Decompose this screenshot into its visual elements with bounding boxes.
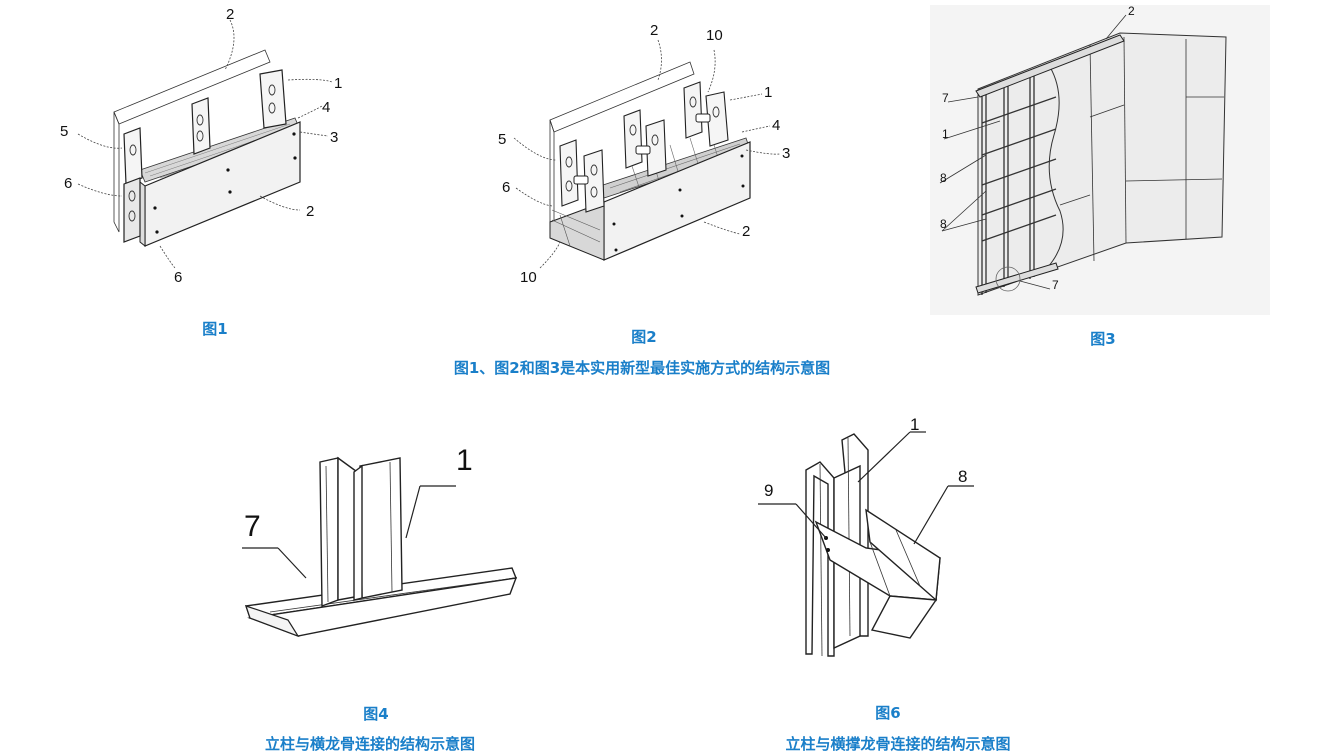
figure-3: 2 7 1 8 8 7 <box>930 5 1270 315</box>
figure-6: 1 9 8 <box>750 410 1010 670</box>
fig1-label-6-left: 6 <box>64 175 72 192</box>
fig3-label-8-b: 8 <box>940 217 947 231</box>
fig4-label-1: 1 <box>456 444 473 477</box>
fig3-label-2: 2 <box>1128 5 1135 18</box>
fig1-label-2-top: 2 <box>226 6 234 23</box>
fig1-label-4: 4 <box>322 99 330 116</box>
fig3-label-7-bottom: 7 <box>1052 278 1059 292</box>
fig1-label-1: 1 <box>334 75 342 92</box>
fig1-label-6-bottom: 6 <box>174 269 182 286</box>
fig2-label-2-bottom: 2 <box>742 223 750 240</box>
fig2-label-1: 1 <box>764 84 772 101</box>
figure-4-caption: 图4 <box>363 705 389 723</box>
figure-4: 1 7 <box>230 430 530 660</box>
fig2-label-3: 3 <box>782 145 790 162</box>
fig3-label-1: 1 <box>942 127 949 141</box>
fig6-label-9: 9 <box>764 481 773 500</box>
fig1-label-3: 3 <box>330 129 338 146</box>
fig2-label-6: 6 <box>502 179 510 196</box>
figure-6-drawing: 1 9 8 <box>758 415 974 657</box>
fig6-label-1: 1 <box>910 415 919 434</box>
fig2-label-2-top: 2 <box>650 22 658 39</box>
fig1-label-5: 5 <box>60 123 68 140</box>
fig2-label-5: 5 <box>498 131 506 148</box>
figure-1: 2 1 4 3 5 6 2 6 <box>50 0 380 300</box>
figure-3-caption: 图3 <box>1090 330 1116 348</box>
fig1-label-2-bottom: 2 <box>306 203 314 220</box>
fig3-label-7-top: 7 <box>942 91 949 105</box>
figure-1-caption: 图1 <box>202 320 228 338</box>
figure-4-subtitle: 立柱与横龙骨连接的结构示意图 <box>264 735 476 753</box>
fig2-label-10-top: 10 <box>706 27 723 44</box>
figure-6-subtitle: 立柱与横撑龙骨连接的结构示意图 <box>785 735 1011 753</box>
fig3-label-8-a: 8 <box>940 171 947 185</box>
figure-6-caption: 图6 <box>875 704 901 722</box>
figure-3-drawing: 2 7 1 8 8 7 <box>930 5 1270 315</box>
figure-2-caption: 图2 <box>631 328 657 346</box>
fig4-label-7: 7 <box>244 510 261 543</box>
fig2-label-4: 4 <box>772 117 780 134</box>
figures-1-3-caption: 图1、图2和图3是本实用新型最佳实施方式的结构示意图 <box>453 359 831 377</box>
figure-1-drawing: 2 1 4 3 5 6 2 6 <box>60 6 342 286</box>
figure-2-drawing: 2 10 1 4 3 5 6 2 10 <box>498 22 790 286</box>
figure-4-drawing: 1 7 <box>242 444 518 638</box>
fig2-label-10-bottom: 10 <box>520 269 537 286</box>
fig6-label-8: 8 <box>958 467 967 486</box>
figure-2: 2 10 1 4 3 5 6 2 10 <box>490 10 790 300</box>
